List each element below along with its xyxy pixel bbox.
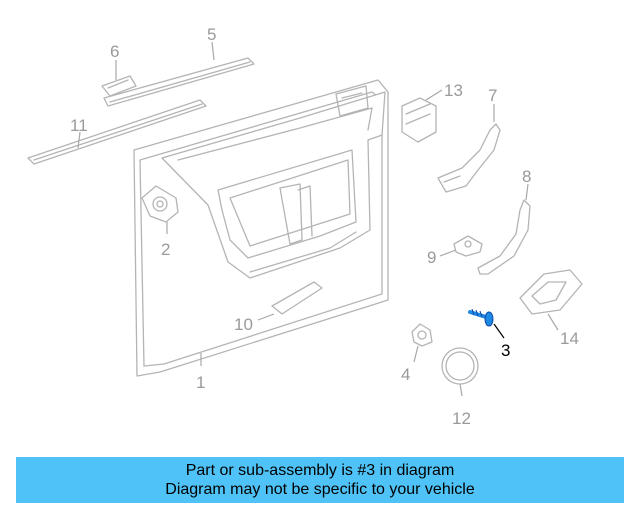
- callout-5: 5: [207, 25, 216, 44]
- part-13-switch[interactable]: [401, 97, 437, 143]
- part-1-door-trim-panel[interactable]: [133, 79, 389, 377]
- leader-lines: [77, 41, 559, 397]
- callout-14: 14: [560, 329, 579, 348]
- callout-10: 10: [234, 315, 253, 334]
- banner-disclaimer: Diagram may not be specific to your vehi…: [165, 481, 475, 498]
- callout-7: 7: [488, 86, 497, 105]
- part-3-screw[interactable]: [468, 308, 494, 327]
- callout-11: 11: [70, 116, 88, 135]
- callout-8: 8: [522, 167, 531, 186]
- callout-9: 9: [427, 248, 436, 267]
- callout-12: 12: [452, 409, 471, 428]
- part-5-upper-molding[interactable]: [103, 57, 255, 107]
- callout-13: 13: [444, 81, 463, 100]
- part-11-weatherstrip[interactable]: [27, 99, 207, 165]
- part-12-water-deflector[interactable]: [441, 347, 479, 385]
- part-6-switch-bezel[interactable]: [101, 75, 137, 97]
- part-8-armrest-trim[interactable]: [477, 199, 531, 275]
- callout-2: 2: [161, 240, 170, 259]
- callout-3[interactable]: 3: [501, 341, 510, 360]
- info-banner: Part or sub-assembly is #3 in diagram Di…: [16, 457, 624, 503]
- part-10-cover[interactable]: [271, 281, 323, 315]
- part-7-pull-handle[interactable]: [437, 123, 501, 193]
- banner-part-note: Part or sub-assembly is #3 in diagram: [185, 462, 455, 479]
- callout-1: 1: [196, 373, 205, 392]
- callout-4: 4: [401, 365, 410, 384]
- part-9-bracket[interactable]: [453, 235, 483, 257]
- part-2-speaker[interactable]: [141, 185, 179, 223]
- part-4-clip[interactable]: [411, 323, 433, 347]
- callout-6: 6: [110, 42, 119, 61]
- part-14-armrest[interactable]: [519, 269, 583, 315]
